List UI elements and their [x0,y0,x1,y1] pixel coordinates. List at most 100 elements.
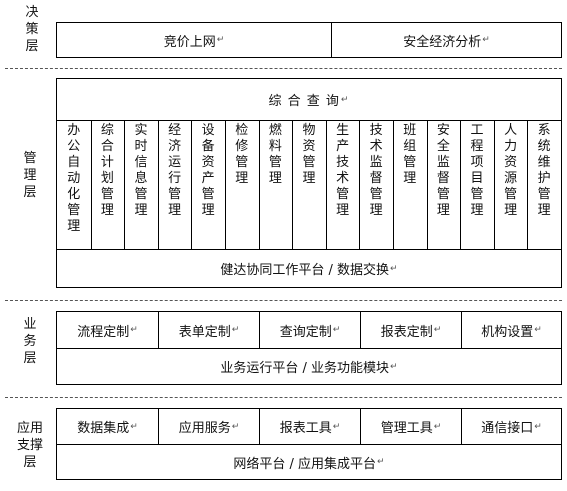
module-divider [191,121,192,249]
management-module-char: 资 [302,139,316,154]
management-module-8: 物资管理 [292,123,326,187]
management-module-char: 技 [336,155,350,170]
management-module-char: 全 [436,139,450,154]
support-cell-comm-interface: 通信接口↵ [481,421,542,436]
management-module-char: 管 [537,187,551,202]
management-module-11: 班组管理 [393,123,427,187]
management-module-char: 管 [302,155,316,170]
management-module-char: 行 [168,171,182,186]
management-module-char: 理 [504,203,518,218]
management-module-char: 理 [67,219,81,234]
management-module-char: 检 [235,123,249,138]
management-module-char: 理 [302,171,316,186]
management-module-char: 设 [201,123,215,138]
module-divider [359,121,360,249]
decision-cell-safety-economic-analysis: 安全经济分析↵ [403,34,490,50]
module-divider [427,121,428,249]
management-module-char: 实 [134,123,148,138]
management-module-char: 运 [168,155,182,170]
management-module-char: 监 [369,155,383,170]
management-module-char: 管 [436,187,450,202]
management-module-char: 公 [67,139,81,154]
management-module-char: 组 [403,139,417,154]
business-cell-form: 表单定制↵ [178,324,240,340]
management-module-13: 工程项目管理 [460,123,494,219]
module-divider [91,121,92,249]
module-divider [326,121,327,249]
management-module-char: 时 [134,139,148,154]
management-module-char: 管 [403,155,417,170]
management-module-char: 管 [100,187,114,202]
management-module-char: 管 [504,187,518,202]
management-module-3: 实时信息管理 [124,123,158,219]
management-module-char: 理 [235,171,249,186]
management-module-char: 护 [537,171,551,186]
management-module-char: 料 [268,139,282,154]
management-module-6: 检修管理 [225,123,259,187]
module-divider [292,121,293,249]
management-module-char: 理 [470,203,484,218]
business-cell-workflow: 流程定制↵ [77,324,138,340]
management-module-char: 维 [537,155,551,170]
comprehensive-query: 综 合 查 询↵ [268,94,350,109]
support-cells-row: 数据集成↵ 应用服务↵ 报表工具↵ 管理工具↵ 通信接口↵ [57,409,561,444]
management-module-char: 程 [470,139,484,154]
management-module-char: 安 [436,123,450,138]
management-module-char: 术 [336,171,350,186]
management-module-char: 理 [168,203,182,218]
management-module-char: 人 [504,123,518,138]
management-module-char: 术 [369,139,383,154]
management-module-15: 系统维护管理 [527,123,561,219]
management-module-char: 资 [504,155,518,170]
management-module-char: 理 [134,203,148,218]
decision-layer-box: 竞价上网↵ 安全经济分析↵ [56,22,562,58]
module-divider [225,121,226,249]
management-module-char: 理 [201,203,215,218]
management-module-char: 管 [235,155,249,170]
layer-label-management: 管理层 [23,151,37,200]
management-module-char: 技 [369,123,383,138]
management-module-char: 理 [268,171,282,186]
layer-label-business: 业务层 [23,317,37,366]
management-module-char: 管 [201,187,215,202]
decision-cell-bidding: 竞价上网↵ [163,34,225,50]
management-module-char: 经 [168,123,182,138]
module-divider [259,121,260,249]
management-module-char: 综 [100,123,114,138]
management-modules-row: 办公自动化管理综合计划管理实时信息管理经济运行管理设备资产管理检修管理燃料管理物… [57,121,561,249]
management-module-char: 资 [201,155,215,170]
management-module-1: 办公自动化管理 [57,123,91,235]
management-module-char: 工 [470,123,484,138]
module-divider [393,121,394,249]
management-module-char: 管 [369,187,383,202]
management-layer-box: 综 合 查 询↵ 办公自动化管理综合计划管理实时信息管理经济运行管理设备资产管理… [56,78,562,288]
management-module-char: 班 [403,123,417,138]
management-module-char: 理 [369,203,383,218]
management-module-char: 源 [504,171,518,186]
business-cell-report: 报表定制↵ [380,324,442,340]
management-module-char: 化 [67,187,81,202]
management-module-char: 理 [336,203,350,218]
management-module-char: 项 [470,155,484,170]
management-module-char: 督 [436,171,450,186]
business-layer-box: 流程定制↵ 表单定制↵ 查询定制↵ 报表定制↵ 机构设置↵ 业务运行平台 / 业… [56,311,562,385]
management-module-12: 安全监督管理 [427,123,461,219]
management-module-char: 管 [336,187,350,202]
management-module-5: 设备资产管理 [191,123,225,219]
business-cells-row: 流程定制↵ 表单定制↵ 查询定制↵ 报表定制↵ 机构设置↵ [57,312,561,348]
management-module-char: 力 [504,139,518,154]
management-module-char: 信 [134,155,148,170]
layer-label-decision: 决策层 [25,5,39,54]
support-cell-app-services: 应用服务↵ [178,421,240,436]
support-platform: 网络平台 / 应用集成平台↵ [233,456,385,472]
management-module-char: 管 [168,187,182,202]
separator-management-business [5,300,562,301]
separator-decision-management [5,68,562,69]
management-module-char: 督 [369,171,383,186]
module-divider [460,121,461,249]
management-module-char: 理 [403,171,417,186]
management-module-char: 管 [134,187,148,202]
management-module-char: 息 [134,171,148,186]
management-module-char: 自 [67,155,81,170]
management-module-char: 济 [168,139,182,154]
